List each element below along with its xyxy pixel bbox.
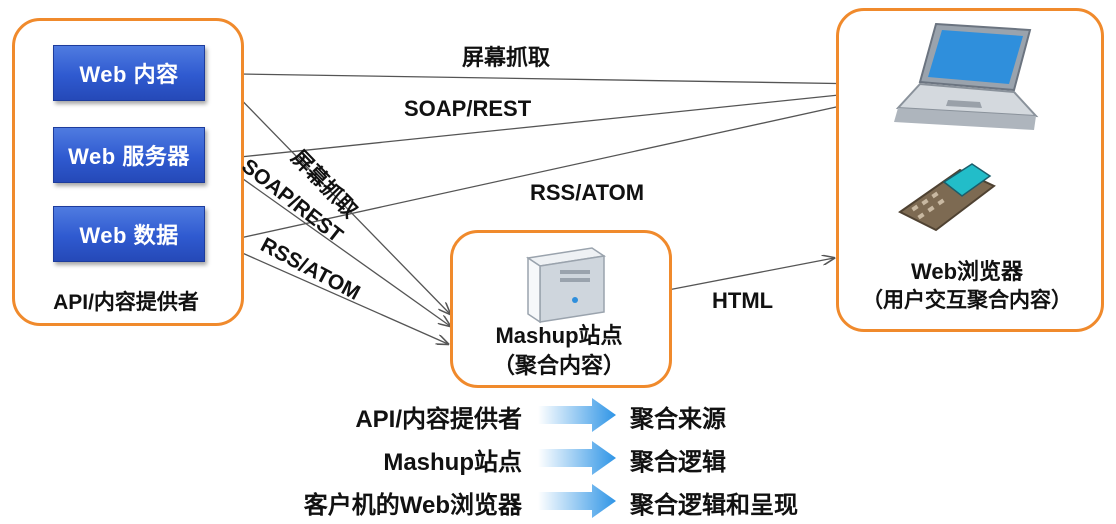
mashup-sublabel: （聚合内容） (492, 353, 625, 378)
web-data-node: Web 数据 (53, 206, 205, 262)
browser-sublabel: （用户交互聚合内容） (862, 289, 1072, 312)
legend-role-2: Mashup站点 (383, 449, 522, 476)
label-html: HTML (712, 288, 774, 313)
arrow-server-to-mashup (221, 163, 450, 326)
legend-arrow-1 (538, 398, 616, 432)
label-soap-to-browser: SOAP/REST (404, 96, 532, 121)
legend-role-1: API/内容提供者 (355, 406, 522, 433)
browser-label: Web浏览器 (910, 259, 1024, 284)
legend-arrow-3 (538, 484, 616, 518)
arrow-data-to-mashup (221, 243, 448, 344)
provider-label: API/内容提供者 (53, 291, 199, 314)
arrow-content-to-browser (239, 73, 868, 84)
legend-role-3: 客户机的Web浏览器 (303, 492, 522, 519)
legend-meaning-2: 聚合逻辑 (630, 449, 726, 476)
label-scrape-to-browser: 屏幕抓取 (462, 45, 551, 70)
web-server-node: Web 服务器 (53, 127, 205, 183)
arrow-data-to-browser (239, 100, 868, 239)
label-rss-to-browser: RSS/ATOM (530, 180, 645, 205)
legend-arrow-2 (538, 441, 616, 475)
arrow-content-to-mashup (221, 79, 450, 314)
web-content-node: Web 内容 (53, 45, 205, 101)
legend-meaning-3: 聚合逻辑和呈现 (630, 492, 798, 519)
arrow-mashup-to-browser (667, 258, 834, 291)
mashup-label: Mashup站点 (495, 323, 623, 348)
arrow-server-to-browser (239, 92, 868, 158)
legend-meaning-1: 聚合来源 (630, 406, 726, 433)
